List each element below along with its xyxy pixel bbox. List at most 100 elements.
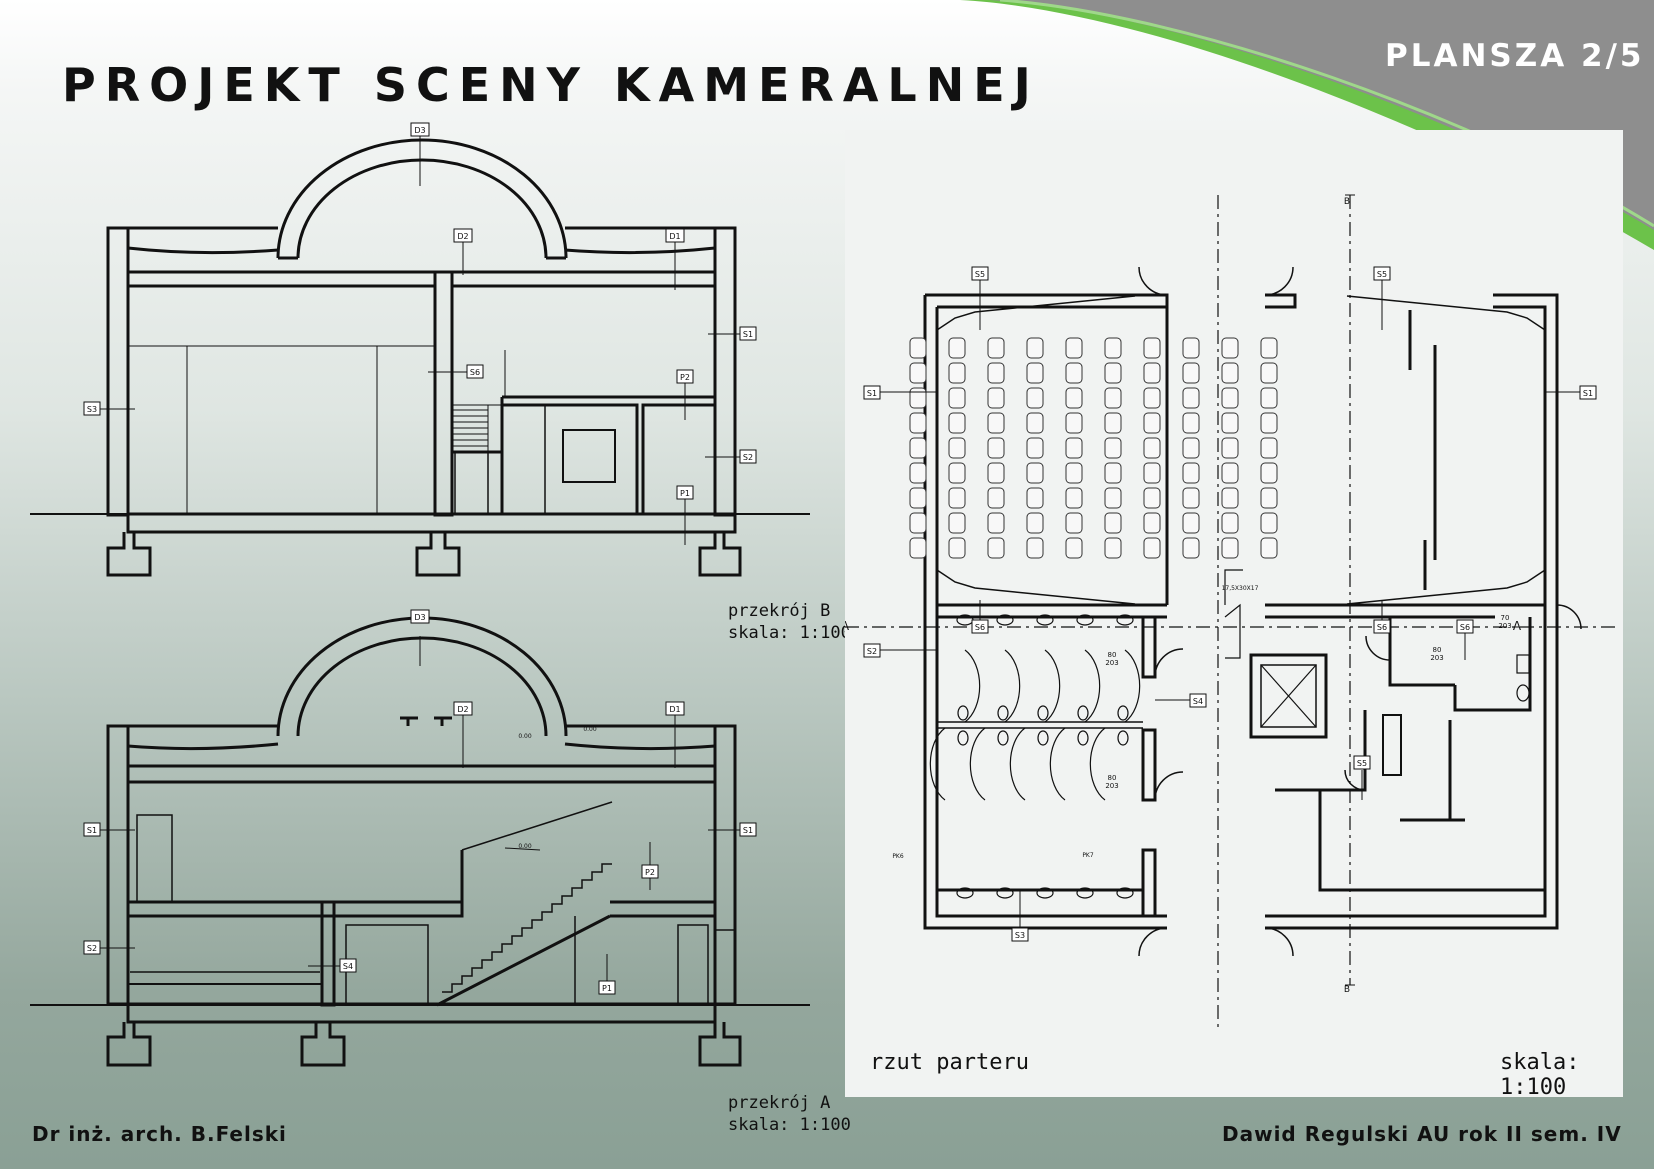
seat: [1221, 462, 1239, 484]
svg-text:PK6: PK6: [892, 853, 904, 860]
seat: [909, 337, 927, 359]
seat: [1065, 437, 1083, 459]
svg-text:B: B: [1344, 197, 1350, 207]
seat: [1143, 537, 1161, 559]
svg-text:80: 80: [1108, 774, 1117, 782]
footer-author: Dawid Regulski AU rok II sem. IV: [1222, 1122, 1622, 1146]
seat: [1221, 487, 1239, 509]
seat: [987, 487, 1005, 509]
svg-text:S2: S2: [87, 944, 97, 953]
seat: [987, 362, 1005, 384]
seat: [1260, 462, 1278, 484]
seat: [987, 412, 1005, 434]
svg-text:S3: S3: [1015, 931, 1025, 940]
seat: [909, 512, 927, 534]
seat: [987, 387, 1005, 409]
seat: [1221, 437, 1239, 459]
seat: [987, 337, 1005, 359]
svg-text:P2: P2: [680, 373, 690, 382]
seat: [1065, 412, 1083, 434]
seat: [1104, 487, 1122, 509]
seat: [909, 462, 927, 484]
seat: [1182, 387, 1200, 409]
seat: [909, 387, 927, 409]
svg-text:S2: S2: [743, 453, 753, 462]
seat: [948, 362, 966, 384]
seat: [1104, 337, 1122, 359]
seat: [1260, 537, 1278, 559]
seat: [948, 487, 966, 509]
seat: [1026, 387, 1044, 409]
seat: [909, 362, 927, 384]
seat: [948, 337, 966, 359]
svg-text:203: 203: [1430, 654, 1443, 662]
seat: [1260, 337, 1278, 359]
seat: [1221, 387, 1239, 409]
seat: [1104, 437, 1122, 459]
seat: [1143, 387, 1161, 409]
section-b-caption: przekrój B skala: 1:100: [728, 600, 851, 644]
seat: [1221, 337, 1239, 359]
svg-text:A: A: [1513, 619, 1522, 633]
svg-text:S3: S3: [87, 405, 97, 414]
seat: [1260, 362, 1278, 384]
seat: [1026, 462, 1044, 484]
seat: [1260, 512, 1278, 534]
svg-text:17,5X30X17: 17,5X30X17: [1222, 585, 1259, 592]
section-a-caption: przekrój A skala: 1:100: [728, 1092, 851, 1136]
svg-text:70: 70: [1501, 614, 1510, 622]
seat: [1221, 537, 1239, 559]
seat: [987, 512, 1005, 534]
seat: [948, 412, 966, 434]
seat-grid: [909, 337, 1278, 559]
seat: [1182, 537, 1200, 559]
seat: [1065, 337, 1083, 359]
seat: [948, 437, 966, 459]
seat: [1065, 512, 1083, 534]
svg-text:P1: P1: [602, 984, 612, 993]
svg-text:D3: D3: [414, 126, 425, 135]
section-b-drawing: D3 D2 D1 S3 S6 S1 P2 S2 P1: [30, 122, 810, 577]
seat: [1143, 362, 1161, 384]
svg-text:S6: S6: [470, 368, 480, 377]
seat: [1026, 412, 1044, 434]
seat: [1026, 512, 1044, 534]
svg-text:0.00: 0.00: [583, 726, 597, 733]
seat: [1182, 337, 1200, 359]
page-title: PROJEKT SCENY KAMERALNEJ: [62, 58, 1040, 112]
seat: [1182, 412, 1200, 434]
seat: [1182, 437, 1200, 459]
svg-text:S1: S1: [743, 826, 753, 835]
svg-text:S4: S4: [343, 962, 353, 971]
svg-text:203: 203: [1498, 622, 1511, 630]
seat: [1260, 487, 1278, 509]
seat: [948, 462, 966, 484]
seat: [1143, 412, 1161, 434]
svg-text:0.00: 0.00: [518, 843, 532, 850]
svg-text:S4: S4: [1193, 697, 1203, 706]
svg-text:S1: S1: [1583, 389, 1593, 398]
seat: [1260, 412, 1278, 434]
svg-text:B: B: [1344, 985, 1350, 995]
svg-text:D1: D1: [669, 232, 680, 241]
svg-text:S5: S5: [1357, 759, 1367, 768]
seat: [1260, 437, 1278, 459]
svg-text:D1: D1: [669, 705, 680, 714]
seat: [909, 487, 927, 509]
seat: [1182, 462, 1200, 484]
seat: [1065, 387, 1083, 409]
seat: [1143, 437, 1161, 459]
svg-text:S6: S6: [1460, 623, 1470, 632]
seat: [1026, 437, 1044, 459]
seat: [1104, 462, 1122, 484]
seat: [1104, 412, 1122, 434]
svg-text:PK7: PK7: [1082, 852, 1094, 859]
svg-text:D3: D3: [414, 613, 425, 622]
section-a-scale: skala: 1:100: [728, 1115, 851, 1135]
svg-text:A: A: [845, 619, 850, 633]
svg-text:203: 203: [1105, 659, 1118, 667]
seat: [1026, 537, 1044, 559]
svg-text:P1: P1: [680, 489, 690, 498]
seat: [1182, 362, 1200, 384]
seat: [1182, 512, 1200, 534]
